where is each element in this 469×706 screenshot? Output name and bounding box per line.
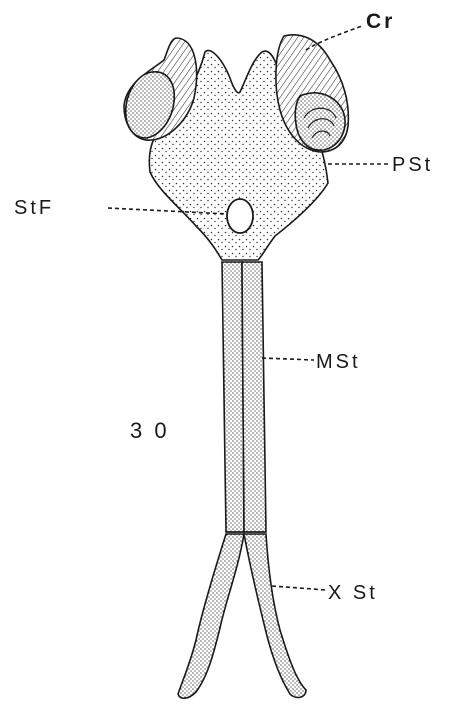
- label-cr: Cr: [366, 10, 395, 33]
- label-pst: PSt: [392, 154, 433, 176]
- sternal-foramen: [227, 199, 253, 233]
- label-stf: StF: [14, 197, 54, 219]
- label-xst: X St: [328, 582, 378, 604]
- leader-mst: [262, 358, 314, 360]
- leader-xst: [272, 586, 326, 590]
- label-mst: MSt: [316, 351, 361, 373]
- figure-number: 3 0: [130, 418, 170, 443]
- xiphisternum: [178, 534, 306, 698]
- mesosternum: [222, 262, 266, 532]
